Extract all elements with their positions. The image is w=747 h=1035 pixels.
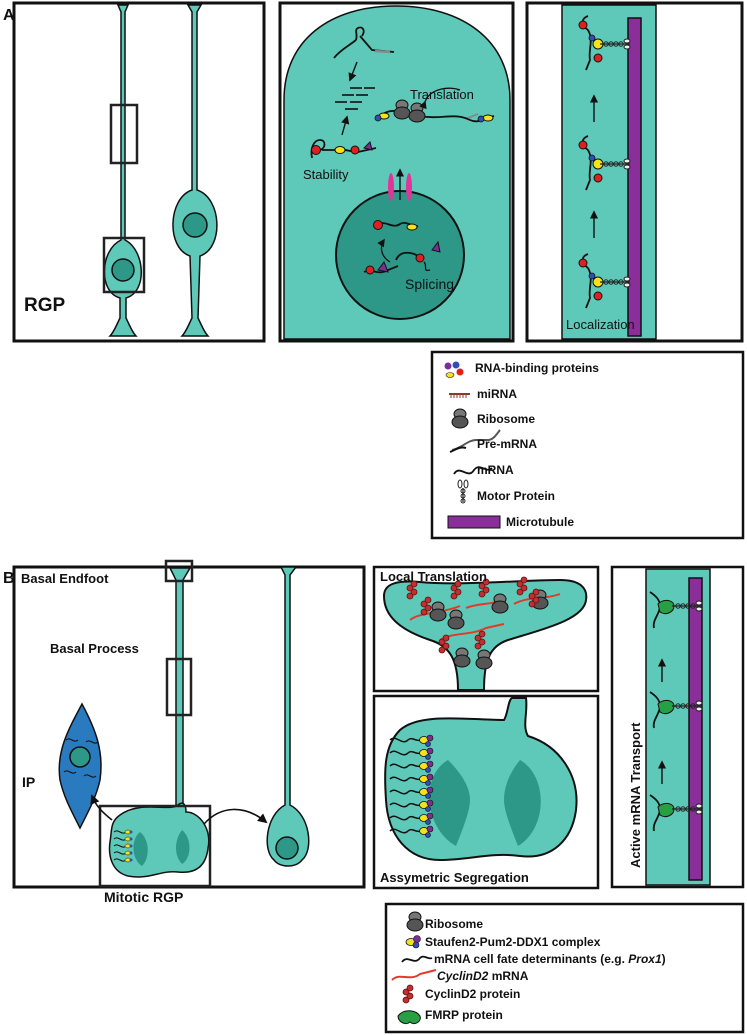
legend-b-item-6: FMRP protein <box>425 1008 503 1022</box>
rgp-label: RGP <box>24 295 66 316</box>
fmrp-protein-icon <box>397 1010 421 1025</box>
splicing-label: Splicing <box>405 276 454 292</box>
mrna-icon <box>401 955 433 963</box>
legend-a-item-1: RNA-binding proteins <box>475 361 599 375</box>
zoom-box-mitotic <box>98 804 212 888</box>
legend-b: Ribosome Staufen2-Pum2-DDX1 complex mRNA… <box>384 902 745 1034</box>
panel-b-local-translation-box: Local Translation <box>372 565 600 693</box>
translation-label: Translation <box>410 87 474 102</box>
legend-b-item-5: CyclinD2 protein <box>425 987 520 1001</box>
panel-a-soma-box: Stability Translation Splicing <box>278 1 515 343</box>
ip-label: IP <box>22 774 35 790</box>
mirna-icon <box>449 393 470 398</box>
legend-a: RNA-binding proteins miRNA Ribosome Pre-… <box>430 350 745 540</box>
basal-endfoot-label: Basal Endfoot <box>21 571 109 586</box>
ribosome-icon <box>406 911 424 932</box>
pre-mrna-icon <box>451 429 501 451</box>
microtubule-icon <box>447 515 501 529</box>
zoom-box-basal-process <box>165 657 193 717</box>
localization-label: Localization <box>566 317 635 332</box>
stability-label: Stability <box>303 167 349 182</box>
mitotic-rgp-complexes <box>113 829 133 863</box>
staufen-complex-icon <box>405 935 421 949</box>
legend-a-item-2: miRNA <box>477 387 517 401</box>
cyclind2-mrna-icon <box>391 969 437 981</box>
neurite-segment-a <box>561 4 657 340</box>
daughter-rgp-cell <box>266 566 310 867</box>
microtubule-b <box>688 577 703 881</box>
basal-process-label: Basal Process <box>50 641 139 656</box>
rna-binding-proteins-icon <box>444 361 464 378</box>
legend-b-item-3: mRNA cell fate determinants (e.g. Prox1) <box>434 952 666 966</box>
zoom-box-process <box>109 103 139 165</box>
ribosome-icon <box>451 408 469 429</box>
microtubule-a <box>627 17 642 337</box>
panel-b-transport-box: Active mRNA Transport <box>610 565 745 889</box>
legend-a-item-6: Motor Protein <box>477 489 555 503</box>
legend-a-item-4: Pre-mRNA <box>477 437 537 451</box>
legend-b-item-1: Ribosome <box>425 917 483 931</box>
segregated-complexes <box>389 734 434 839</box>
arrow-to-ip <box>90 794 113 821</box>
mitotic-rgp-label: Mitotic RGP <box>104 889 183 905</box>
zoom-box-endfoot <box>164 559 194 583</box>
panel-a-localization-box: Localization <box>525 1 744 343</box>
panel-a-rgp-box: RGP <box>12 1 266 343</box>
active-transport-label: Active mRNA Transport <box>628 722 643 868</box>
asymmetric-segregation-label: Assymetric Segregation <box>380 870 529 885</box>
degraded-fragments <box>335 87 375 110</box>
zoom-box-soma <box>102 236 146 294</box>
legend-a-item-7: Microtubule <box>506 515 574 529</box>
nucleus-right <box>182 212 208 238</box>
legend-a-item-3: Ribosome <box>477 412 535 426</box>
legend-b-item-4: CyclinD2 mRNA <box>437 969 529 983</box>
panel-b-rgp-box: Basal Endfoot Basal Process IP Mitotic R… <box>12 559 366 905</box>
legend-a-item-5: mRNA <box>477 463 514 477</box>
legend-b-item-2: Staufen2-Pum2-DDX1 complex <box>425 935 601 949</box>
nucleus-left <box>111 258 135 282</box>
rgp-cell-right <box>172 4 218 337</box>
mrna-icon <box>453 466 493 475</box>
panel-b-segregation-box: Assymetric Segregation <box>372 694 600 890</box>
local-translation-label: Local Translation <box>380 569 487 584</box>
arrow-to-rgp <box>203 808 268 825</box>
